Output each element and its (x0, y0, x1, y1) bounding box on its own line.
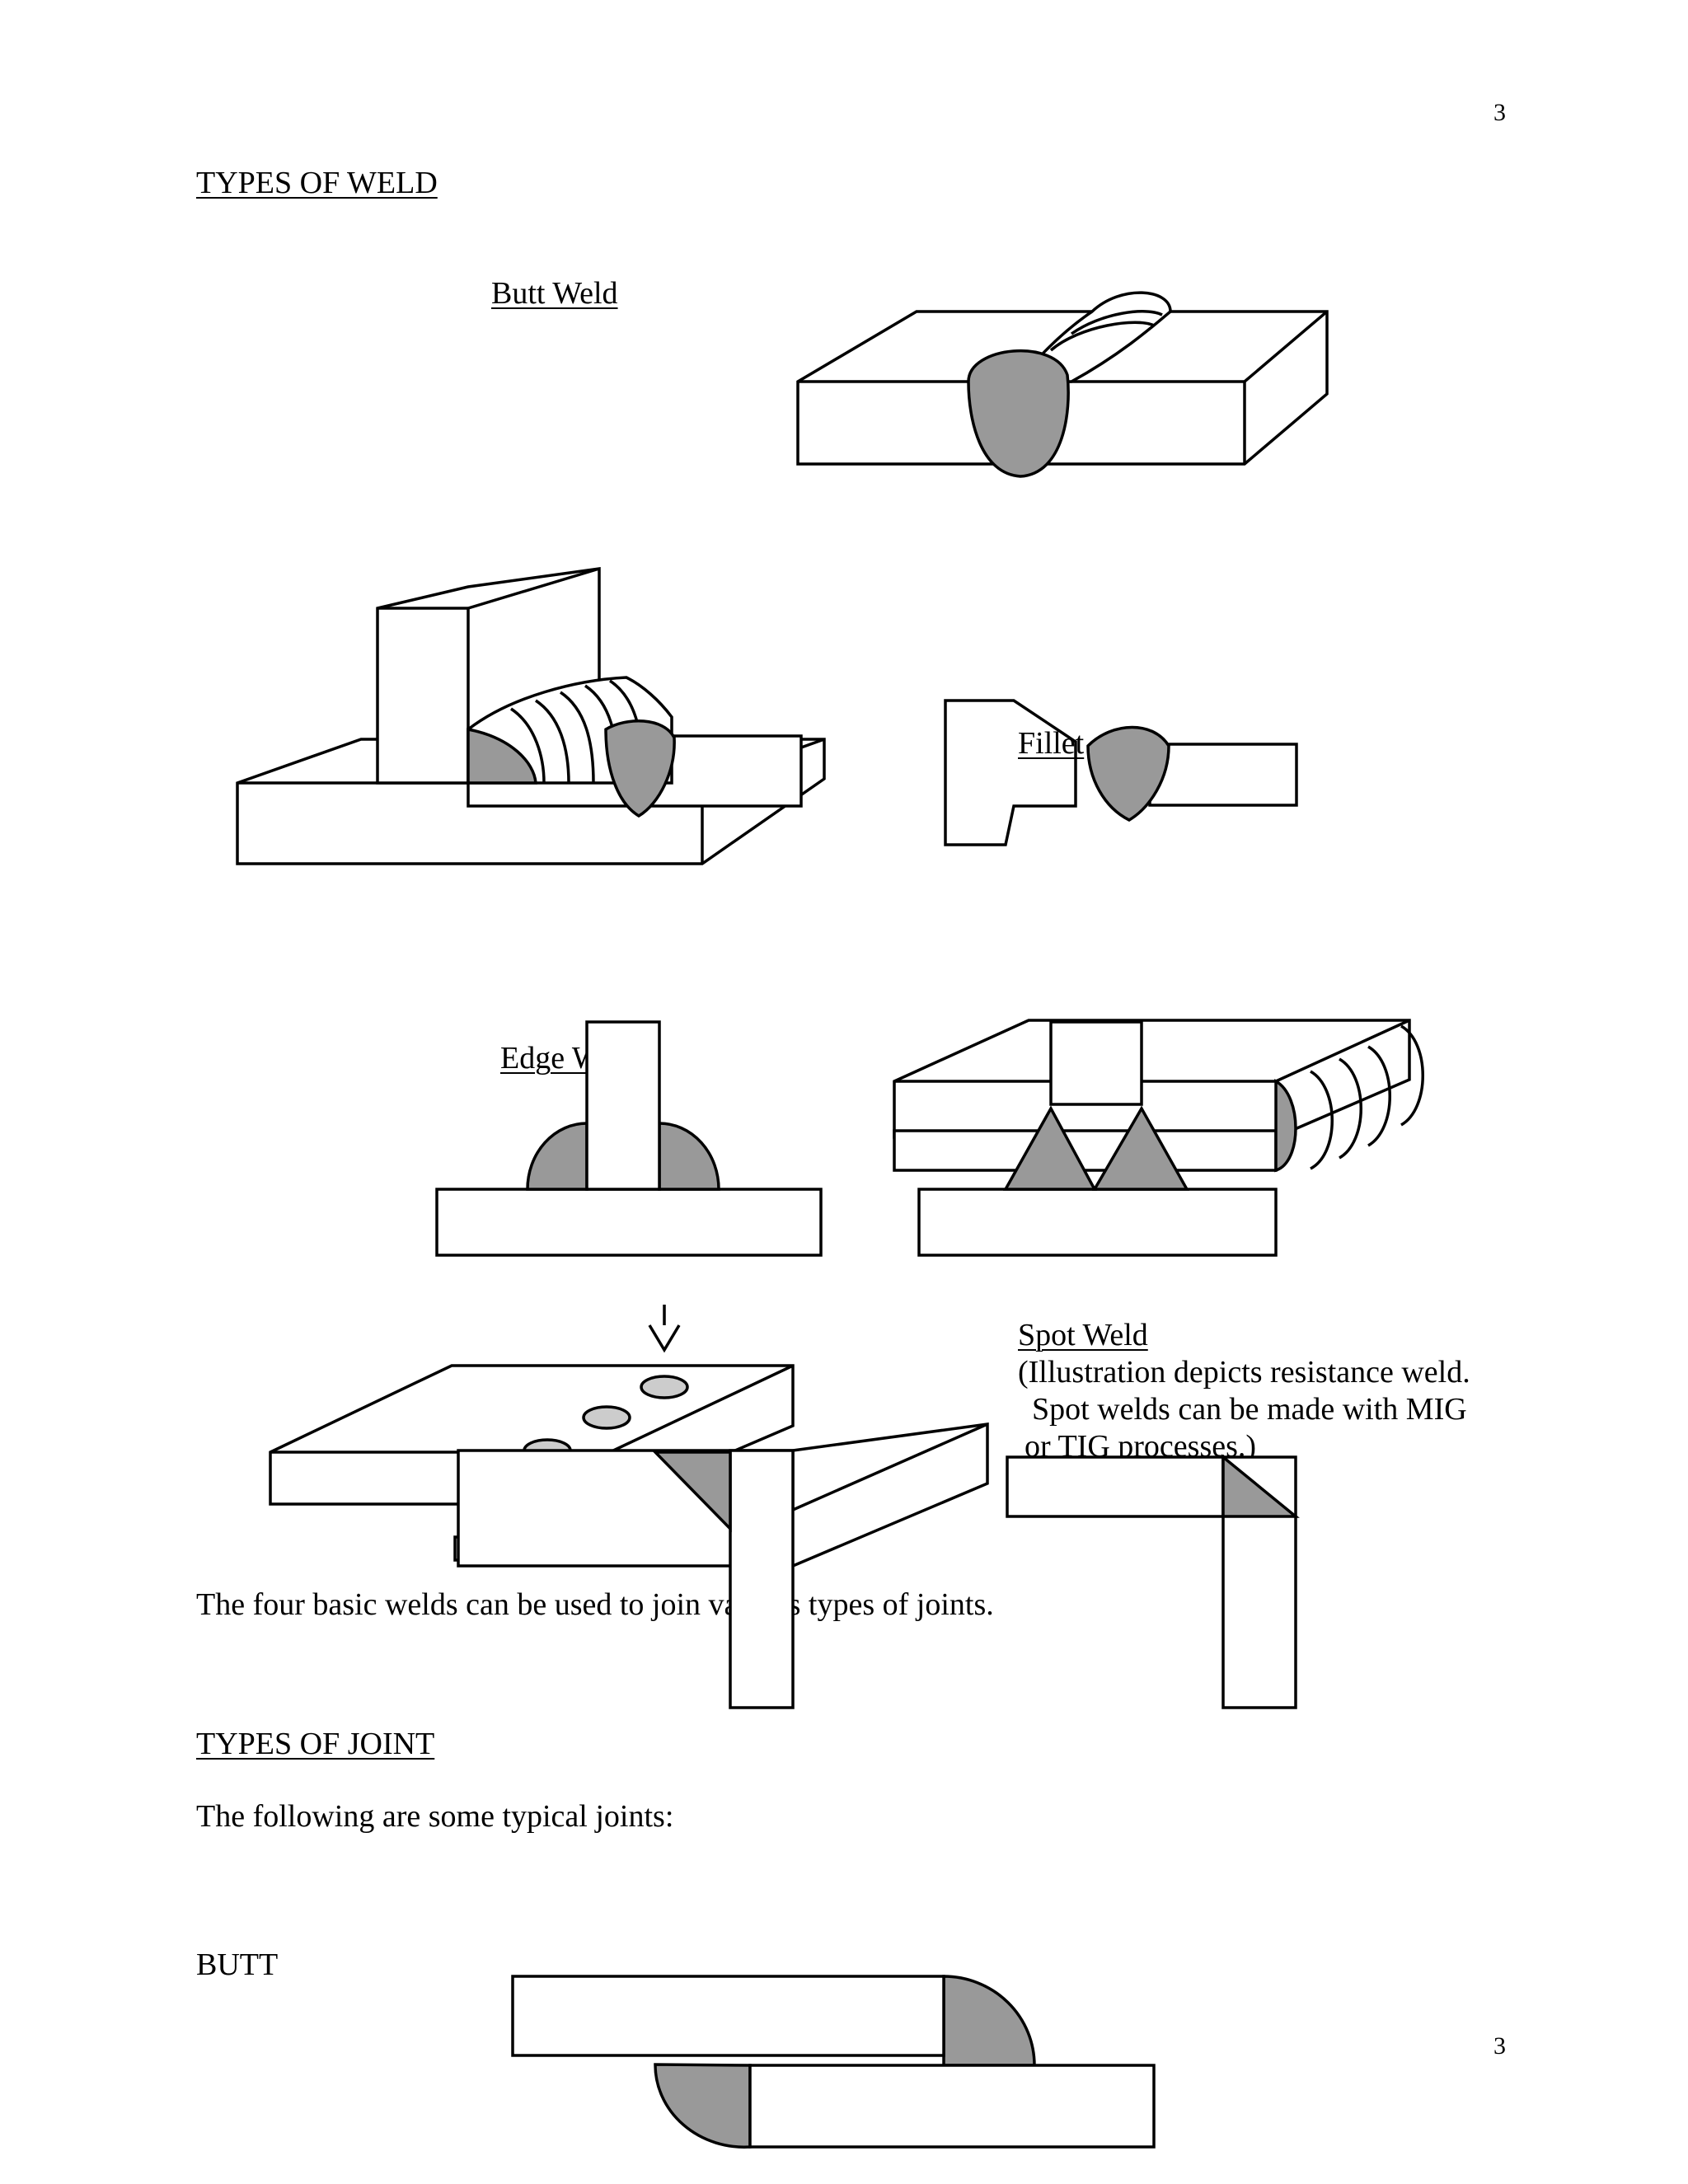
spot-weld-note-line-1: (Illustration depicts resistance weld. (1018, 1355, 1470, 1390)
label-edge-weld: Edge W (500, 1041, 602, 1076)
t-joint-figure (457, 1422, 989, 1709)
spot-weld-note-line-2: Spot welds can be made with MIG (1032, 1392, 1467, 1427)
spot-weld-title: Spot Weld (1018, 1318, 1148, 1352)
page-number-top: 3 (1493, 99, 1506, 126)
fillet-weld-3d-figure (236, 566, 826, 865)
corner-joint-figure (1006, 1454, 1300, 1709)
fillet-weld-section-figure (944, 699, 1298, 846)
paragraph-typical-joints: The following are some typical joints: (196, 1799, 674, 1834)
heading-types-of-joint: TYPES OF JOINT (196, 1727, 435, 1761)
label-butt-weld: Butt Weld (491, 276, 618, 311)
butt-joint-figure (511, 1975, 1156, 2149)
label-butt-joint: BUTT (196, 1947, 279, 1982)
page-number-bottom: 3 (1493, 2032, 1506, 2060)
butt-weld-figure (796, 291, 1329, 478)
paragraph-four-basic-welds: The four basic welds can be used to join… (196, 1587, 994, 1622)
label-fillet: Fillet (1018, 726, 1085, 761)
groove-weld-figure (893, 1019, 1424, 1257)
heading-types-of-weld: TYPES OF WELD (196, 166, 438, 200)
edge-weld-figure (435, 1020, 823, 1257)
